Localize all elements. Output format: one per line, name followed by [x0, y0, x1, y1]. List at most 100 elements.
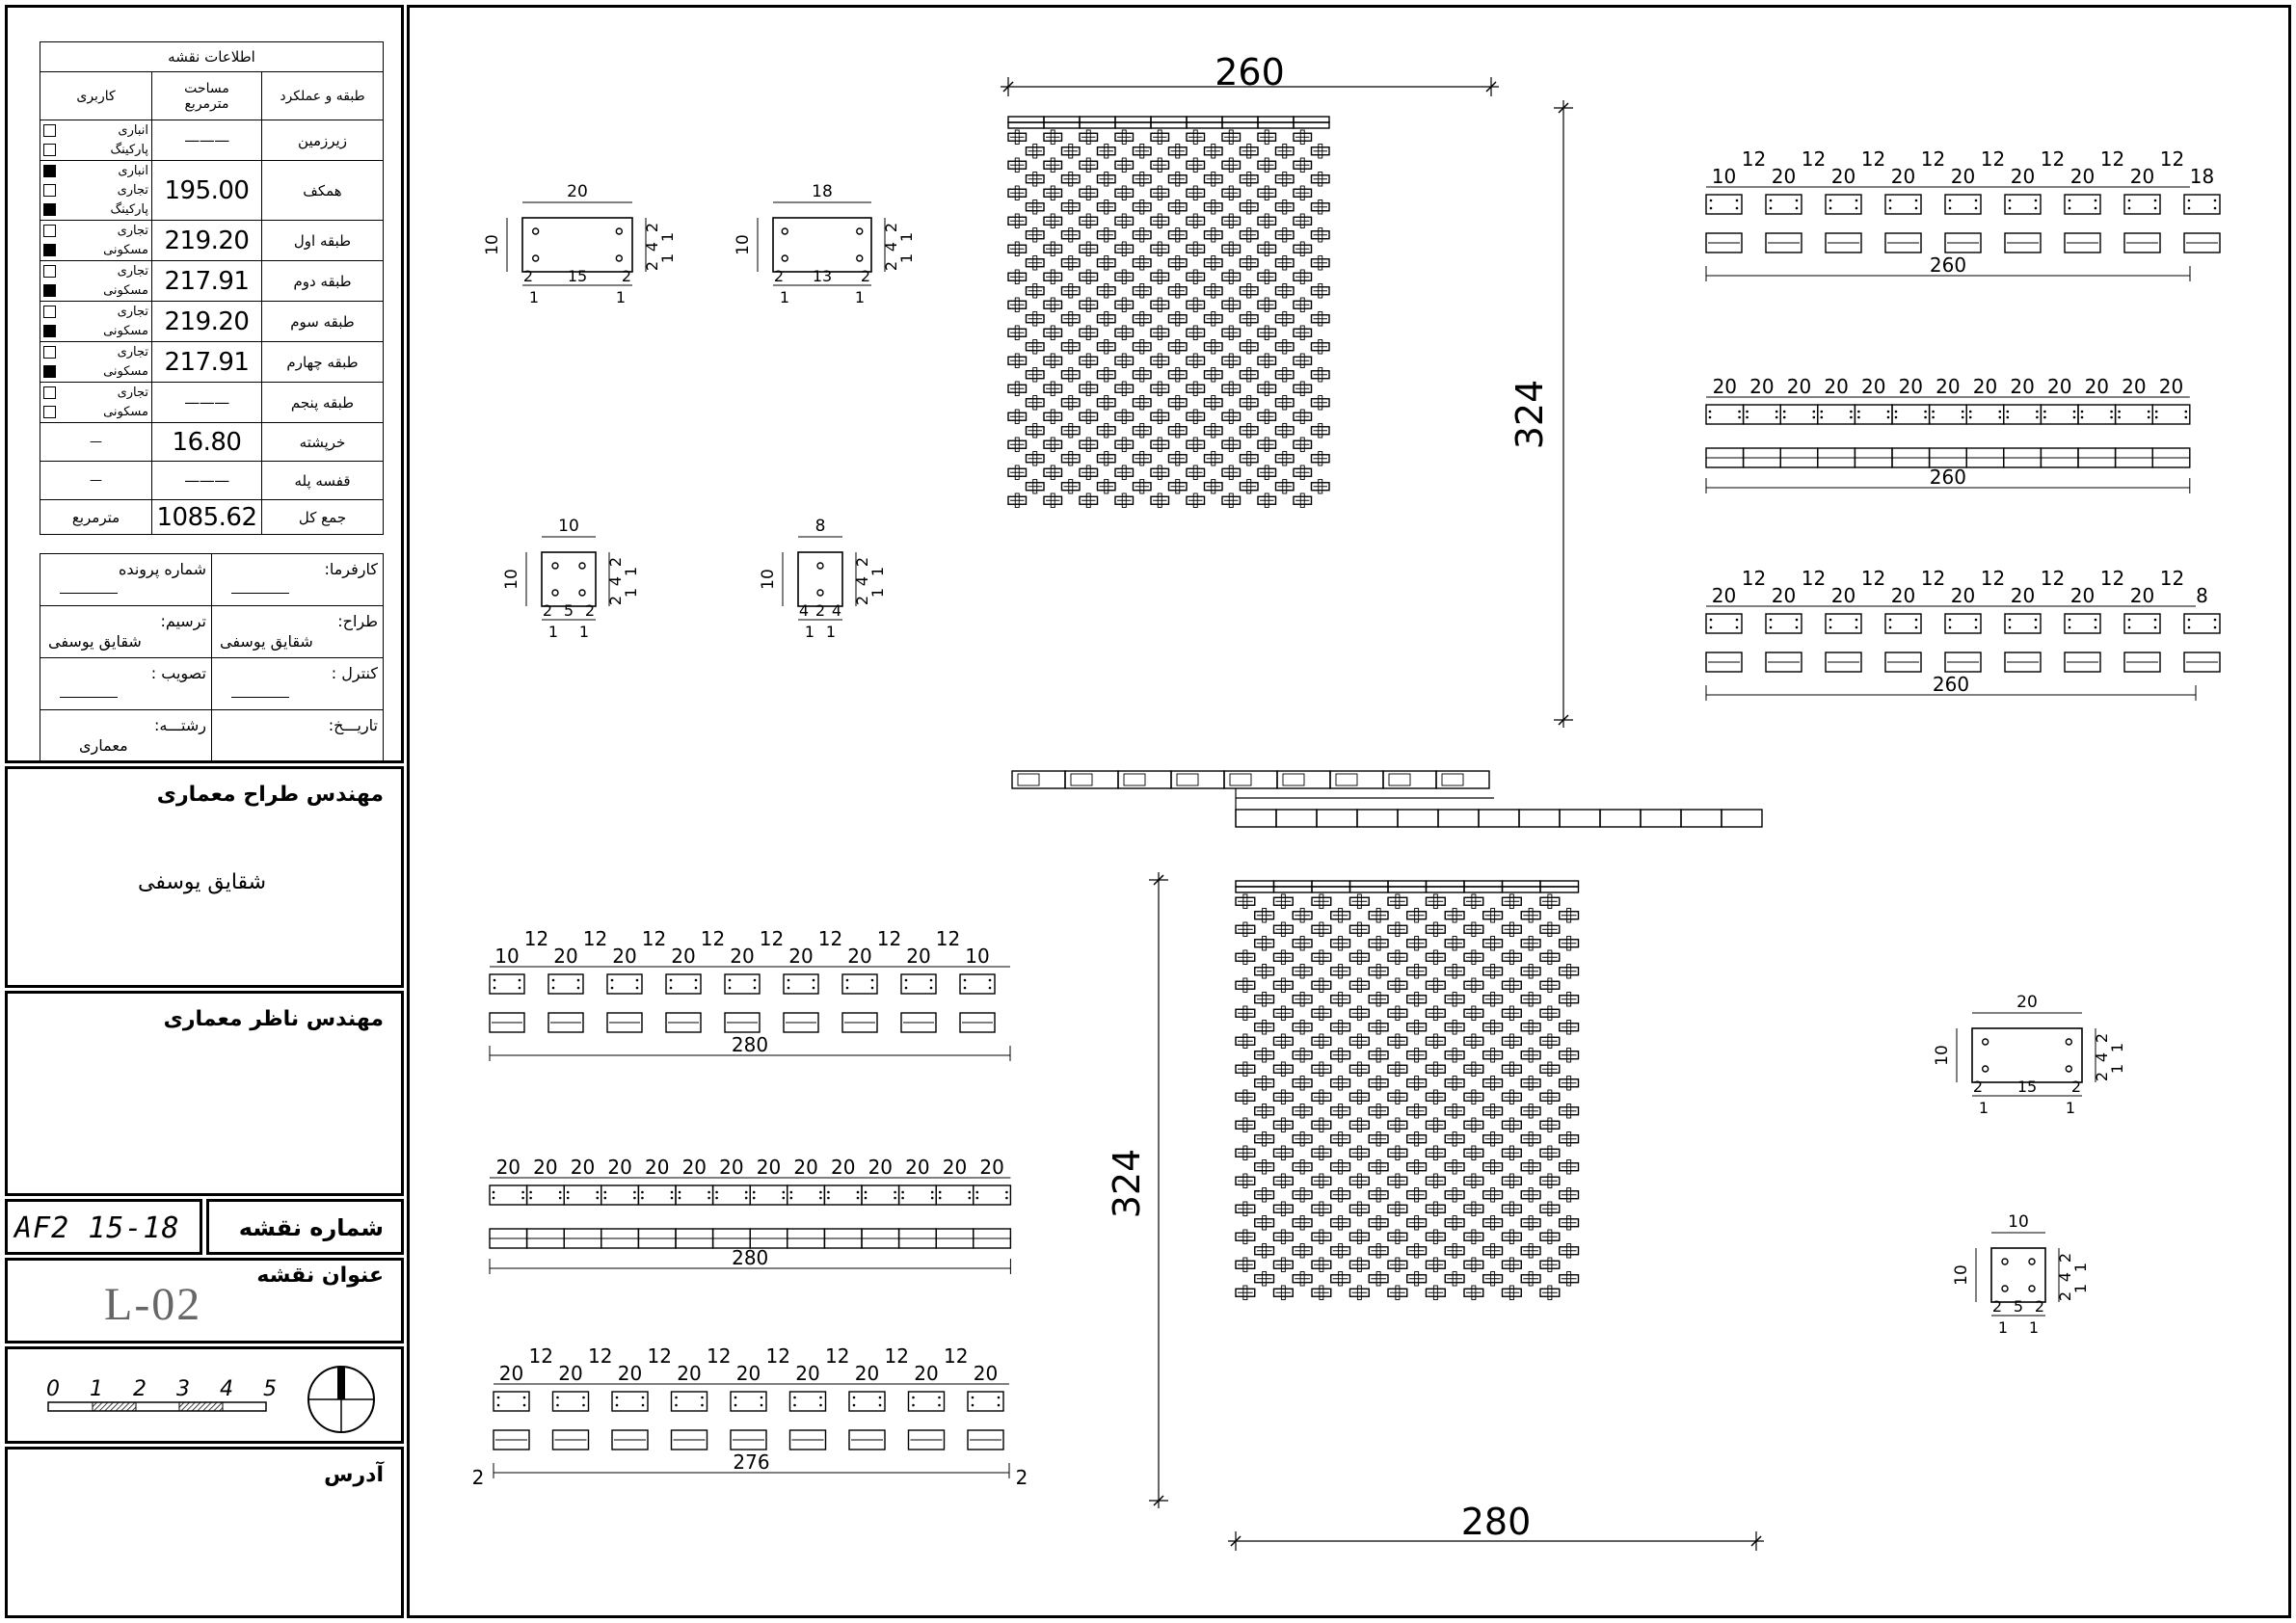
brick	[1235, 1148, 1256, 1157]
brick	[1186, 272, 1206, 281]
dimension-label: 20	[671, 945, 695, 968]
brick	[959, 1012, 996, 1033]
brick-header	[1121, 297, 1127, 312]
brick-header	[1566, 908, 1572, 923]
brick-hole	[603, 1190, 607, 1194]
brick	[1368, 967, 1389, 976]
brick-hole	[610, 986, 614, 990]
brick-hole	[670, 1190, 674, 1194]
brick-hole	[1005, 1190, 1008, 1194]
brick-header	[1338, 1243, 1344, 1259]
brick-header	[1547, 1117, 1553, 1132]
brick	[1167, 174, 1188, 184]
use-checkbox[interactable]	[43, 306, 56, 318]
brick	[1043, 384, 1063, 393]
brick	[1007, 244, 1028, 253]
use-label: مسکونی	[103, 324, 148, 338]
brick	[1501, 1232, 1522, 1241]
scale-tick-label: 5	[263, 1377, 277, 1401]
brick	[1060, 202, 1081, 212]
dimension-label: 2	[2035, 1297, 2044, 1316]
brick-hole	[1924, 410, 1927, 413]
brick	[1425, 1008, 1446, 1018]
course-brick	[1705, 613, 1743, 634]
use-checkbox[interactable]	[43, 144, 56, 156]
brick-hole	[2110, 410, 2113, 413]
strip-brick	[1559, 809, 1601, 828]
brick-outline	[1990, 1247, 2046, 1303]
use-checkbox[interactable]	[43, 244, 56, 256]
course-brick	[1765, 613, 1802, 634]
brick	[1132, 230, 1152, 240]
brick	[1114, 244, 1135, 253]
brick-header	[1395, 1117, 1401, 1132]
use-line: تجاری	[41, 303, 151, 322]
brick-header	[1508, 1229, 1514, 1244]
brick-hole	[1855, 199, 1858, 202]
brick	[1884, 232, 1922, 253]
brick-header	[1228, 269, 1234, 284]
brick	[1203, 482, 1223, 492]
brick	[1501, 952, 1522, 962]
brick	[1311, 1288, 1332, 1297]
use-checkbox[interactable]	[43, 365, 56, 378]
field-value: معماری	[79, 736, 128, 755]
use-label: مسکونی	[103, 283, 148, 298]
brick	[1167, 454, 1188, 464]
brick-hole	[753, 978, 757, 982]
brick-hole	[787, 986, 790, 990]
use-label: تجاری	[117, 305, 148, 319]
brick-header	[1282, 367, 1288, 383]
use-checkbox[interactable]	[43, 406, 56, 418]
use-checkbox[interactable]	[43, 346, 56, 359]
brick	[1310, 286, 1330, 296]
brick	[1501, 1148, 1522, 1157]
brick	[1186, 244, 1206, 253]
brick	[1254, 1106, 1275, 1116]
brick	[1096, 342, 1116, 352]
brick-header	[1338, 908, 1344, 923]
brick-hole	[1932, 415, 1935, 419]
dimension-label: 2	[853, 596, 871, 605]
use-checkbox[interactable]	[43, 165, 56, 177]
brick	[1025, 370, 1045, 380]
use-checkbox[interactable]	[43, 265, 56, 278]
brick	[1079, 272, 1099, 281]
brick-header	[1280, 1285, 1286, 1300]
brick	[1239, 146, 1259, 156]
use-checkbox[interactable]	[43, 124, 56, 137]
brick-header	[1157, 269, 1162, 284]
use-checkbox[interactable]	[43, 325, 56, 337]
brick-header	[1175, 200, 1181, 215]
brick-header	[1192, 269, 1198, 284]
brick	[1425, 1064, 1446, 1074]
use-checkbox[interactable]	[43, 184, 56, 197]
use-checkbox[interactable]	[43, 203, 56, 216]
brick-hole	[669, 986, 673, 990]
use-checkbox[interactable]	[43, 386, 56, 399]
brick-hole	[968, 1196, 972, 1200]
brick	[1203, 454, 1223, 464]
use-checkbox[interactable]	[43, 225, 56, 237]
brick-header	[1490, 1048, 1496, 1063]
brick-hole	[968, 1190, 972, 1194]
brick-hole	[2034, 199, 2038, 202]
brick-outline	[521, 217, 633, 273]
brick-header	[1490, 992, 1496, 1007]
brick	[1292, 1023, 1313, 1032]
dimension-label: 20	[2122, 375, 2146, 398]
use-label: —	[90, 435, 102, 449]
brick	[1501, 1176, 1522, 1185]
brick	[1311, 1092, 1332, 1102]
brick	[1292, 939, 1313, 948]
brick	[1387, 1064, 1408, 1074]
brick-header	[1508, 1257, 1514, 1272]
brick-header	[1032, 311, 1038, 327]
brick-hole	[1812, 415, 1816, 419]
brick-hole	[816, 589, 824, 597]
use-checkbox[interactable]	[43, 284, 56, 297]
dimension-label: 20	[2010, 375, 2034, 398]
